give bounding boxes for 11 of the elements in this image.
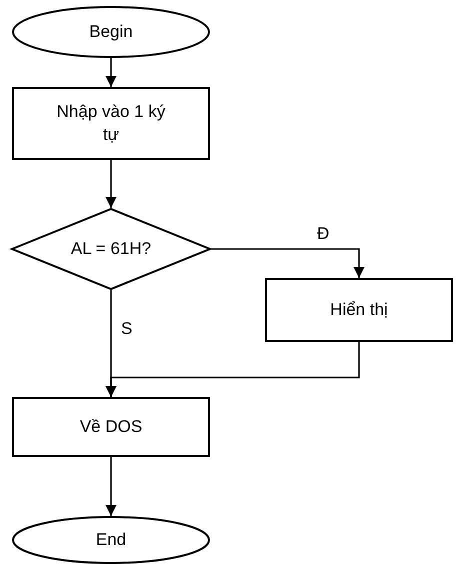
arrow (105, 160, 117, 208)
arrow (105, 342, 360, 397)
node-text: End (96, 528, 126, 551)
node-text: Begin (89, 20, 133, 43)
arrow (211, 248, 365, 278)
arrow (105, 58, 117, 87)
node-text: Hiển thị (330, 298, 388, 321)
node-text: Về DOS (80, 416, 142, 438)
arrow (105, 457, 117, 516)
node-text: AL = 61H? (70, 238, 152, 260)
node-text: Nhập vào 1 ký tự (56, 100, 166, 146)
